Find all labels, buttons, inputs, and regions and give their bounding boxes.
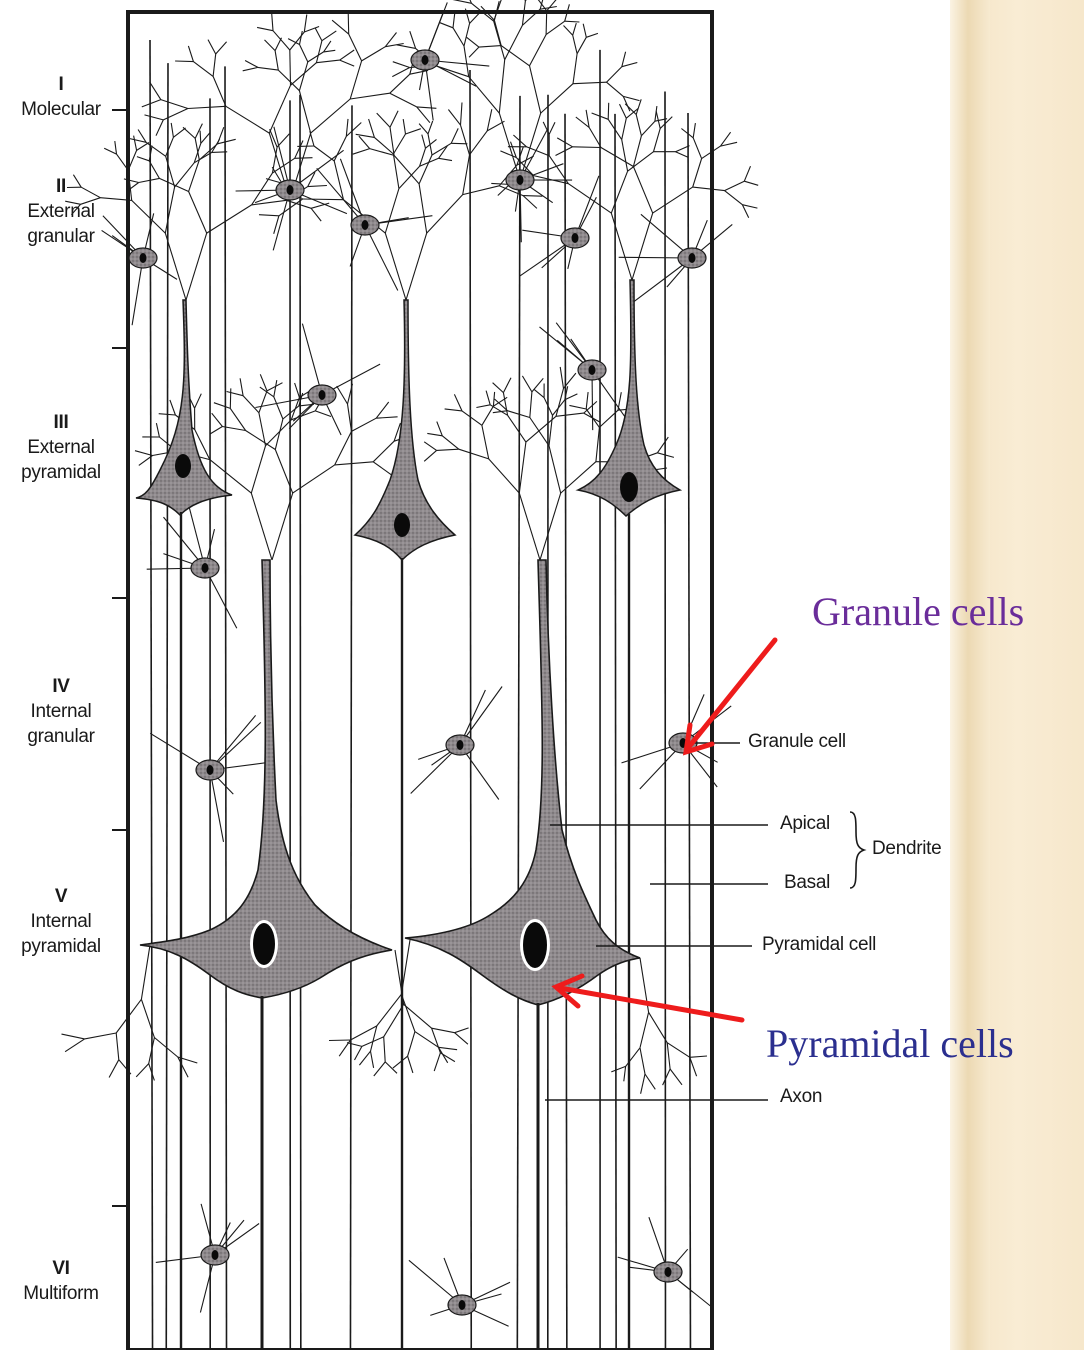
stellate-nucleus: [319, 390, 326, 400]
dendrite-segment: [116, 1033, 119, 1060]
dendrite-segment: [85, 1033, 117, 1039]
dendrite-segment: [104, 148, 116, 154]
stellate-nucleus: [212, 1250, 219, 1260]
granule-cell-label: Granule cell: [748, 731, 846, 753]
layer-1-name: Molecular: [0, 97, 122, 122]
dendrite-segment: [573, 147, 601, 148]
layer-2-label: II External granular: [0, 174, 122, 249]
dendrite-segment: [742, 205, 757, 208]
stellate-nucleus: [665, 1267, 672, 1277]
stellate-nucleus: [517, 175, 524, 185]
granule-cells-annotation: Granule cells: [812, 588, 1024, 635]
diagram-frame: [128, 12, 712, 1350]
stellate-nucleus: [572, 233, 579, 243]
basal-label: Basal: [784, 872, 830, 894]
layer-2-number: II: [0, 174, 122, 199]
stellate-nucleus: [207, 765, 214, 775]
dendrite-segment: [744, 181, 758, 185]
dendrite-segment: [115, 141, 117, 154]
axon-label: Axon: [780, 1086, 822, 1108]
dendrite-segment: [109, 1060, 119, 1078]
dendrite-segment: [329, 1040, 351, 1041]
layer-5-number: V: [0, 884, 122, 909]
dendrite-segment: [725, 191, 743, 205]
dendrite-segment: [523, 196, 542, 197]
stellate-nucleus: [457, 740, 464, 750]
layer-4-name-line2: granular: [0, 724, 122, 749]
layer-6-label: VI Multiform: [0, 1256, 122, 1306]
axon-fiber: [615, 114, 616, 1348]
apical-label: Apical: [780, 813, 830, 835]
dendrite-segment: [546, 11, 547, 35]
stellate-nucleus: [202, 563, 209, 573]
dendrite-segment: [725, 181, 745, 190]
dendrite-segment: [608, 103, 609, 120]
layer-5-name-line2: pyramidal: [0, 934, 122, 959]
layer-3-label: III External pyramidal: [0, 410, 122, 485]
dendrite-segment: [175, 61, 193, 62]
layer-1-label: I Molecular: [0, 72, 122, 122]
layer-6-name: Multiform: [0, 1281, 122, 1306]
stellate-nucleus: [287, 185, 294, 195]
stellate-nucleus: [362, 220, 369, 230]
layer-4-name: Internal: [0, 699, 122, 724]
dendrite-segment: [230, 388, 231, 408]
layer-3-number: III: [0, 410, 122, 435]
dendrite-segment: [452, 0, 471, 3]
axon-fiber: [300, 95, 301, 1348]
dendrite-segment: [65, 1039, 85, 1052]
stellate-nucleus: [140, 253, 147, 263]
dendrite-segment: [742, 205, 748, 218]
dendrite-segment: [303, 199, 344, 200]
layer-6-number: VI: [0, 1256, 122, 1281]
stellate-nucleus: [589, 365, 596, 375]
dendrite-segment: [518, 0, 526, 1]
dendrite-label: Dendrite: [872, 838, 941, 860]
layer-2-name-line2: granular: [0, 224, 122, 249]
dendrite-segment: [451, 143, 467, 144]
pyramidal-cells-annotation: Pyramidal cells: [766, 1020, 1014, 1067]
stellate-nucleus: [459, 1300, 466, 1310]
dendrite-segment: [525, 0, 536, 1]
dendrite-segment: [290, 50, 291, 85]
dendrite-segment: [200, 131, 201, 144]
layer-boundary-ticks: [112, 110, 128, 1206]
pyramidal-cell-label: Pyramidal cell: [762, 934, 876, 956]
layer-3-name-line2: pyramidal: [0, 460, 122, 485]
dendrite-segment: [62, 1034, 85, 1039]
layer-4-label: IV Internal granular: [0, 674, 122, 749]
layer-2-name: External: [0, 199, 122, 224]
stellate-nucleus: [689, 253, 696, 263]
stellate-nucleus: [422, 55, 429, 65]
dendrite-segment: [212, 152, 227, 153]
layer-4-number: IV: [0, 674, 122, 699]
dendrite-segment: [744, 166, 750, 181]
layer-5-label: V Internal pyramidal: [0, 884, 122, 959]
layer-1-number: I: [0, 72, 122, 97]
layer-5-name: Internal: [0, 909, 122, 934]
dendrite-segment: [348, 12, 349, 34]
dendrite-segment: [547, 0, 558, 11]
layer-3-name: External: [0, 435, 122, 460]
